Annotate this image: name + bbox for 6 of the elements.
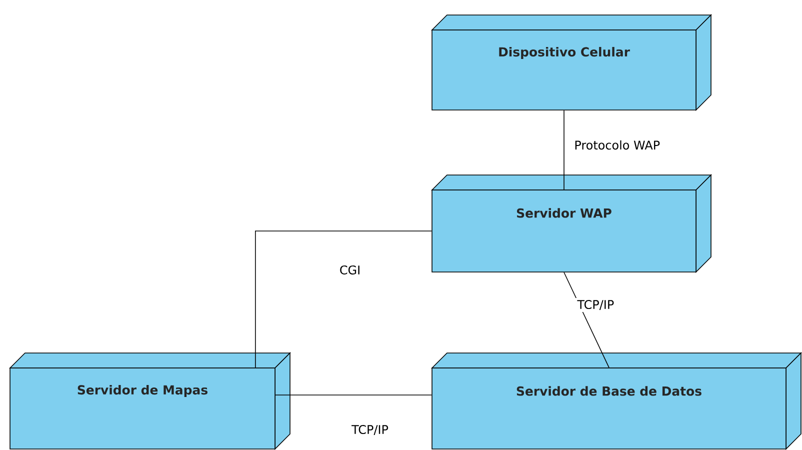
edge-label: TCP/IP — [575, 298, 616, 312]
connector-line — [255, 230, 432, 368]
edge-label: Protocolo WAP — [572, 138, 662, 152]
edge-label: CGI — [337, 263, 363, 276]
connector-line — [275, 394, 432, 396]
edge-label: TCP/IP — [350, 423, 390, 437]
